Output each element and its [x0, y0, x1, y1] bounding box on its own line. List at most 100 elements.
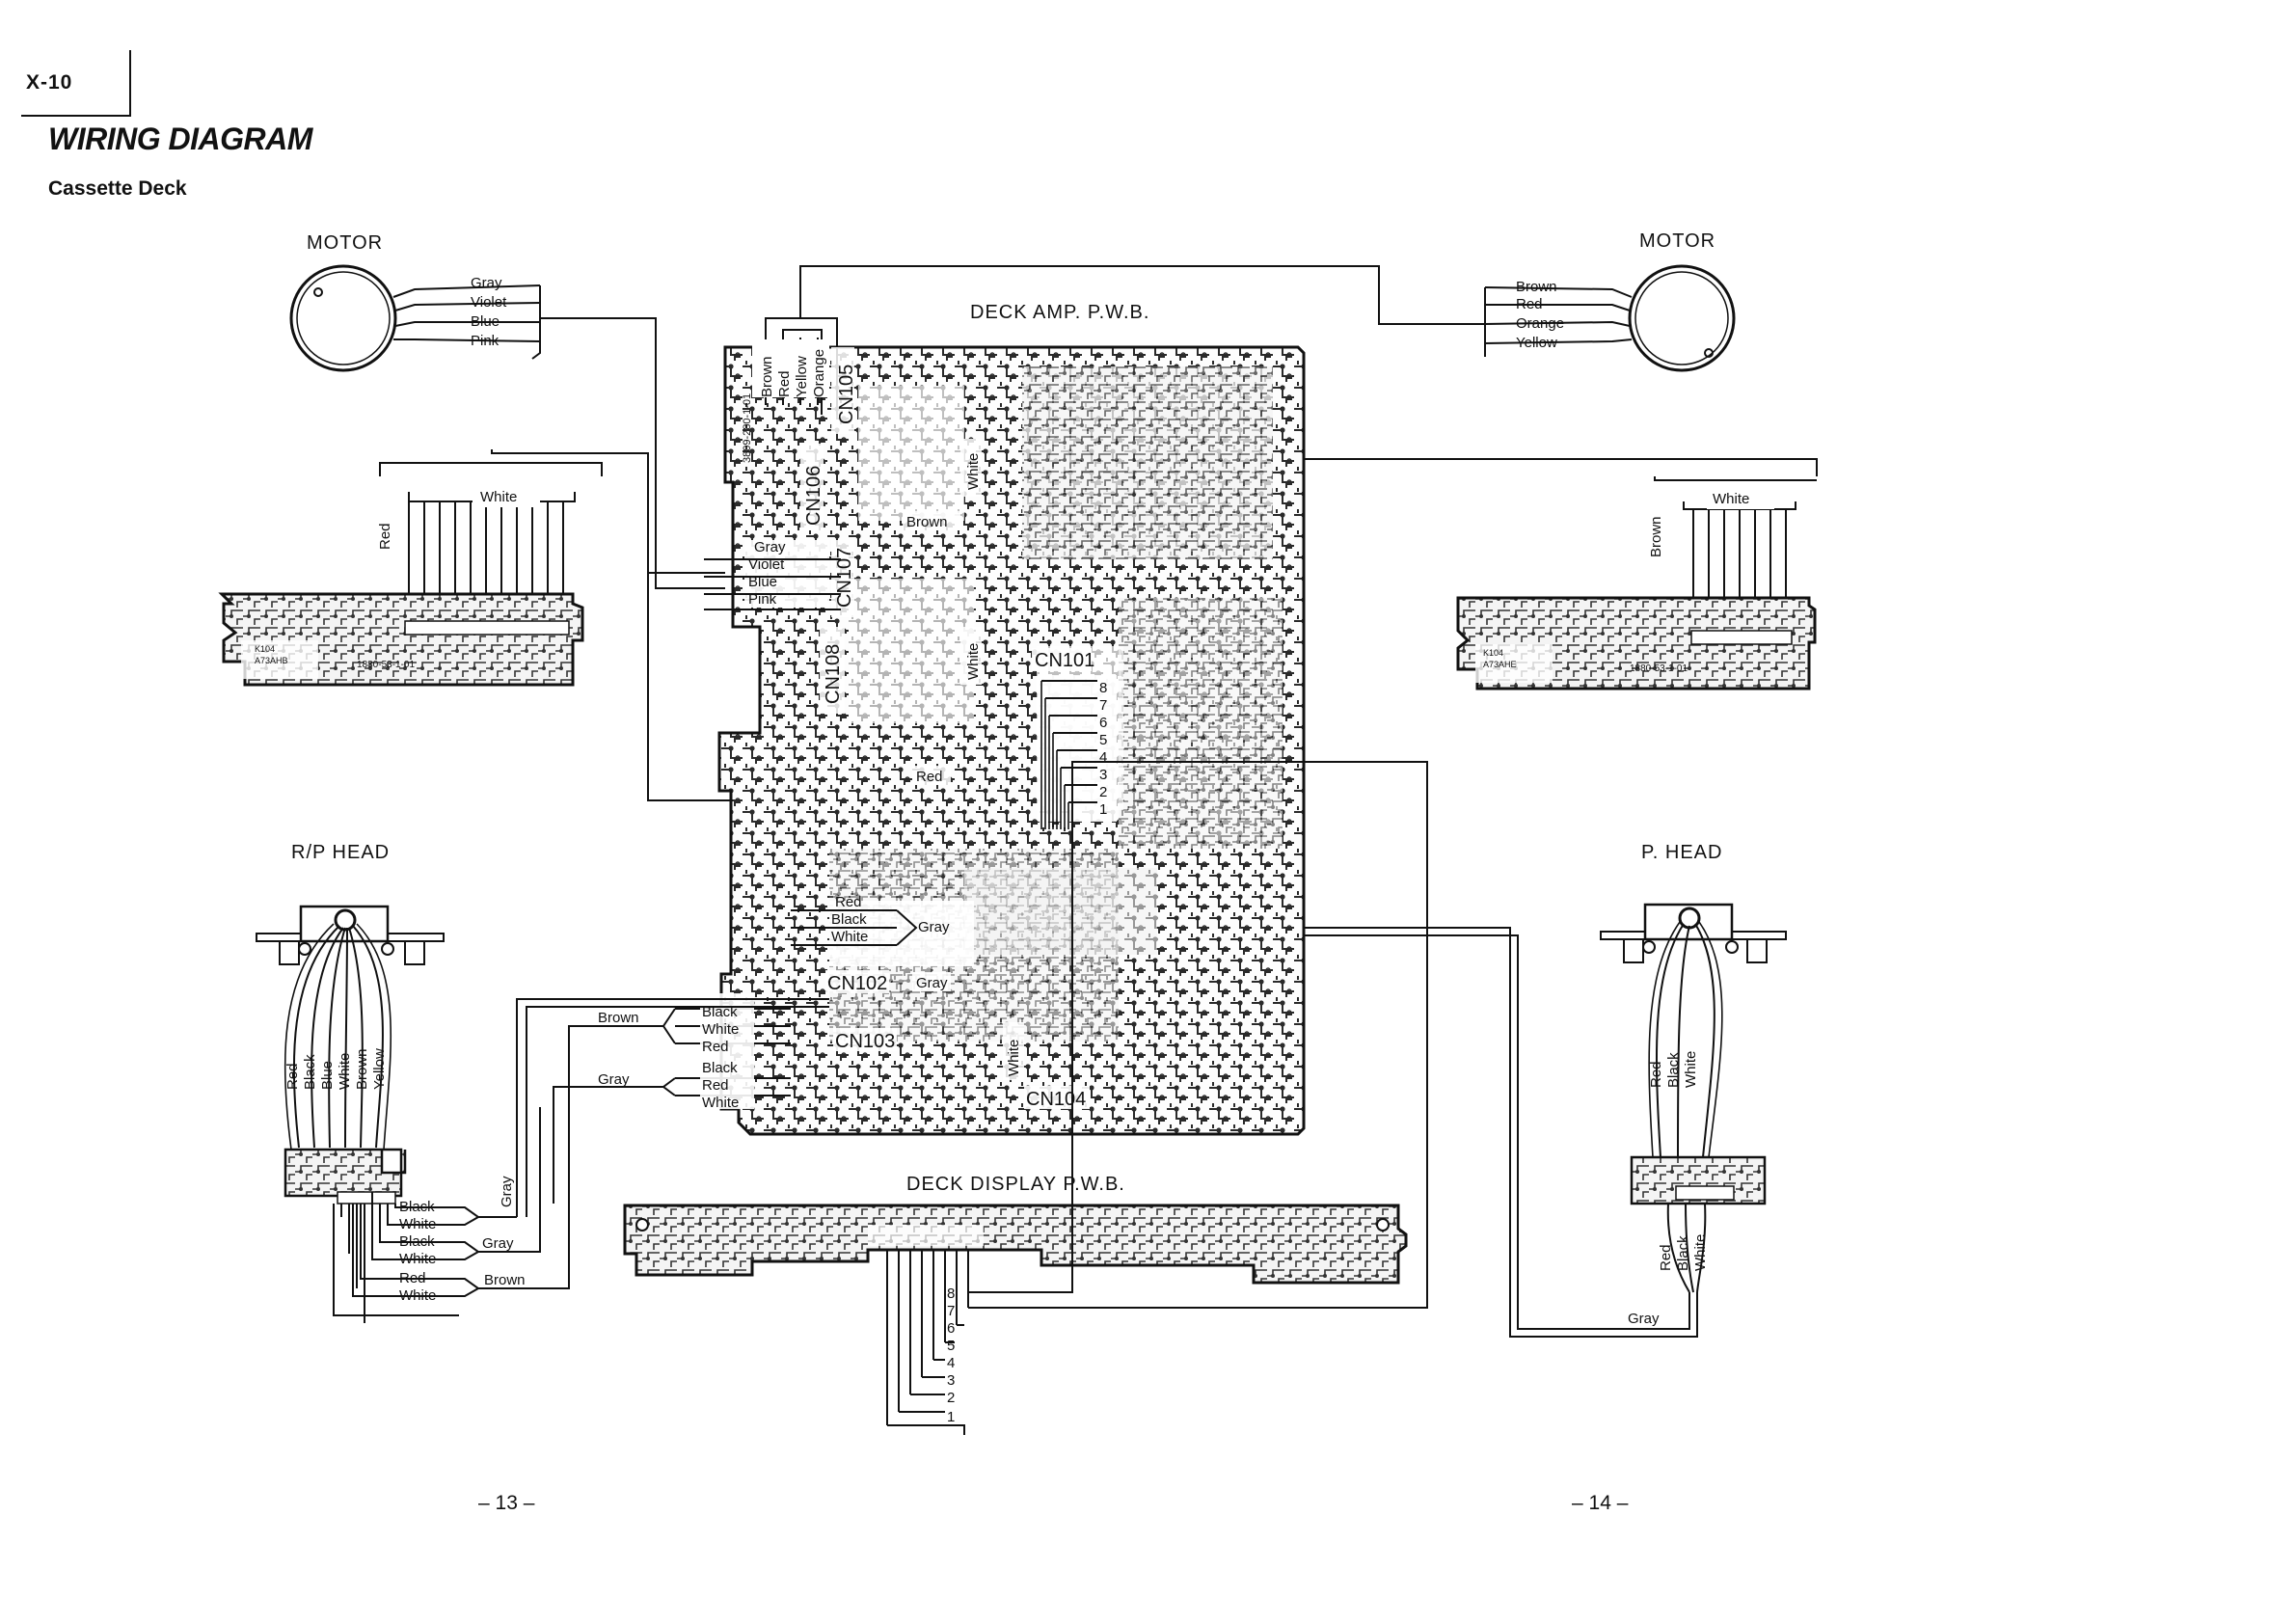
cn105-wire-labels: Brown Red Yellow Orange — [752, 339, 829, 397]
wire-label: Violet — [748, 556, 785, 573]
cable-label: Gray — [598, 1071, 630, 1088]
pin-label: 4 — [947, 1355, 955, 1371]
pin-label: 2 — [947, 1390, 955, 1406]
wire-label: White — [965, 643, 982, 680]
wire-label: Gray — [916, 975, 948, 991]
page-subtitle: Cassette Deck — [48, 177, 187, 200]
wire-label: Red — [776, 370, 793, 397]
pin-label: 8 — [947, 1286, 955, 1302]
wire-label: Red — [702, 1077, 729, 1094]
wire-label: Red — [399, 1270, 426, 1286]
wire-label: Blue — [748, 574, 777, 590]
connector-cn106: CN106 — [803, 466, 824, 526]
p-head-label: P. HEAD — [1641, 842, 1722, 863]
cable-label: Brown — [484, 1272, 526, 1288]
deck-amp-label: DECK AMP. P.W.B. — [970, 302, 1149, 323]
deck-display-board — [623, 761, 1428, 1435]
cn103-wire-labels: Black White Red Black Red White Brown Gr… — [598, 993, 754, 1111]
wire-label: Black — [831, 911, 867, 928]
connector-labels: CN105 CN106 CN107 CN108 CN101 CN102 CN10… — [800, 347, 1094, 1110]
rp-head-label: R/P HEAD — [291, 842, 390, 863]
page-number-right: – 14 – — [1572, 1492, 1629, 1514]
pin-label: 3 — [1099, 767, 1107, 783]
wire-label: Red — [702, 1039, 729, 1055]
switch-left-bundle-label: White — [480, 489, 517, 505]
cable-label: Gray — [1628, 1311, 1660, 1327]
wire-label: Violet — [471, 294, 507, 311]
wire-label: White — [399, 1287, 436, 1304]
wire-label: Black — [1675, 1235, 1691, 1271]
wire-label: Black — [302, 1054, 318, 1090]
wire-label: Yellow — [371, 1048, 388, 1090]
wire-label: Black — [399, 1199, 435, 1215]
wire-label: Black — [1665, 1052, 1682, 1088]
pin-label: 5 — [1099, 732, 1107, 748]
rp-head — [256, 905, 570, 1323]
wire-label: Black — [702, 1004, 738, 1020]
wire-label: Red — [1516, 296, 1543, 312]
wire-label: Brown — [354, 1048, 370, 1090]
wire-label: Red — [1648, 1061, 1664, 1088]
cn101-pins: 8 7 6 5 4 3 2 1 — [1038, 675, 1117, 829]
pin-label: 1 — [947, 1409, 955, 1425]
pin-label: 4 — [1099, 749, 1107, 766]
wire-label: Black — [702, 1060, 738, 1076]
pin-label: 5 — [947, 1338, 955, 1354]
connector-cn101: CN101 — [1035, 650, 1094, 671]
wire-label: Red — [1658, 1244, 1674, 1271]
wire-label: Black — [399, 1233, 435, 1250]
wire-label: Gray — [471, 275, 502, 291]
page-title: WIRING DIAGRAM — [48, 122, 312, 156]
board-mark: A73AHE — [1483, 660, 1517, 669]
connector-cn108: CN108 — [823, 644, 844, 704]
motor-right — [799, 264, 1736, 372]
page-id: X-10 — [26, 71, 73, 94]
connector-cn103: CN103 — [835, 1031, 895, 1052]
connector-cn102: CN102 — [827, 973, 887, 994]
motor-right-label: MOTOR — [1639, 230, 1715, 252]
wire-label: Pink — [471, 333, 500, 349]
cable-label: Brown — [598, 1010, 639, 1026]
wire-label: Blue — [471, 313, 500, 330]
wire-label: Yellow — [1516, 335, 1557, 351]
pin-label: 3 — [947, 1372, 955, 1389]
board-mark: 1880-53-1-01 — [357, 660, 415, 670]
wire-label: Red — [835, 894, 862, 910]
pin-label: 6 — [947, 1320, 955, 1337]
pin-label: 6 — [1099, 715, 1107, 731]
wire-label: Brown — [759, 356, 775, 397]
switch-right-bundle-label: White — [1713, 491, 1749, 507]
deck-display-label: DECK DISPLAY P.W.B. — [906, 1174, 1125, 1195]
switch-right-side-label: Brown — [1648, 516, 1664, 557]
connector-cn107: CN107 — [834, 548, 855, 608]
wire-label: White — [337, 1053, 353, 1090]
board-mark: A73AHB — [255, 656, 288, 665]
pin-label: 8 — [1099, 680, 1107, 696]
wire-label: White — [1692, 1234, 1709, 1271]
pin-label: 7 — [1099, 697, 1107, 714]
motor-left-label: MOTOR — [307, 232, 383, 254]
connector-cn104: CN104 — [1026, 1089, 1086, 1110]
wire-label: White — [965, 453, 982, 490]
motor-left — [289, 264, 725, 589]
rp-head-gray-cable — [516, 998, 829, 1217]
wire-label: White — [831, 929, 868, 945]
wire-label: White — [702, 1095, 739, 1111]
page-number-left: – 13 – — [478, 1492, 535, 1514]
wire-label: Red — [284, 1063, 301, 1090]
wire-label: White — [702, 1021, 739, 1038]
board-mark: K104 — [255, 644, 275, 654]
board-mark: 1880-53-1-01 — [1630, 663, 1688, 674]
wire-label: Blue — [319, 1061, 336, 1090]
wire-label: Yellow — [794, 356, 810, 397]
cn102-wires: Red Black White Gray Gray — [791, 894, 974, 991]
connector-cn105: CN105 — [836, 365, 857, 424]
switch-board-left — [218, 449, 733, 801]
pin-label: 7 — [947, 1303, 955, 1319]
wire-label: Pink — [748, 591, 777, 608]
wire-label: Gray — [918, 919, 950, 935]
cable-label: Gray — [499, 1176, 515, 1207]
wire-label: White — [399, 1251, 436, 1267]
deck-amp-board-code: 3809-280-1-01 — [742, 393, 753, 463]
